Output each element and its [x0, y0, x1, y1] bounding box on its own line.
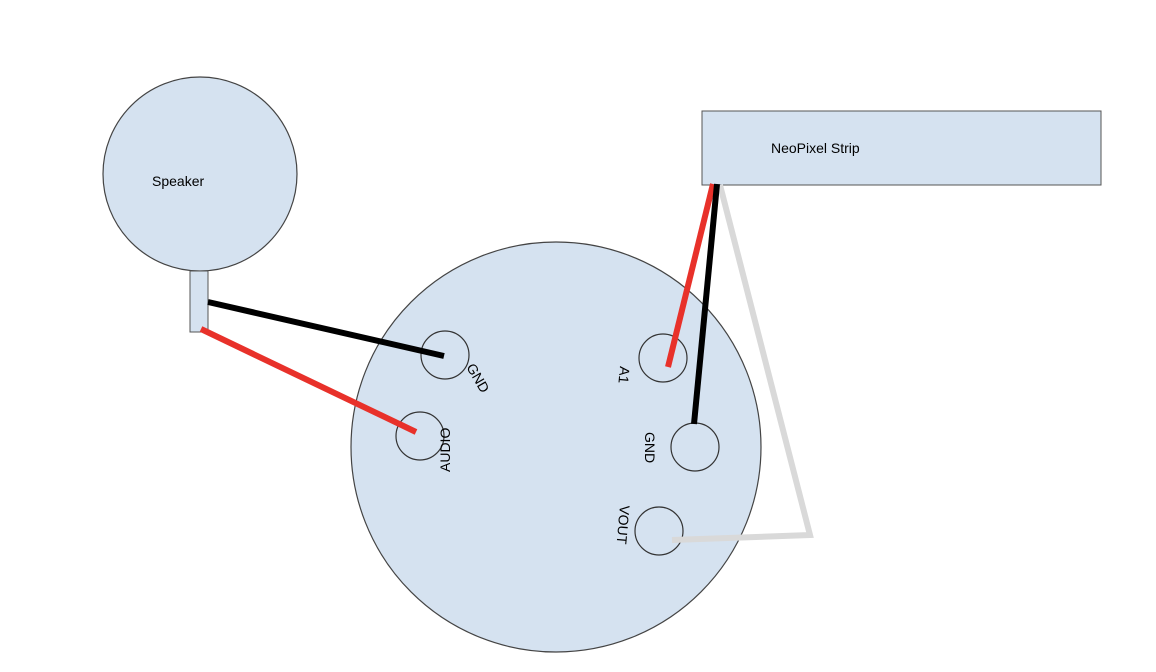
wire-black-speaker-gnd: [207, 299, 445, 359]
wire-red-a1: [665, 183, 716, 368]
speaker-connector: [189, 270, 209, 333]
wire-red-speaker-audio: [199, 326, 418, 435]
pin-pad-audio: [395, 411, 445, 461]
wire-white-vout: [671, 184, 814, 543]
neopixel-strip-label: NeoPixel Strip: [771, 140, 860, 156]
pin-pad-gnd-right: [670, 422, 720, 472]
pin-label-audio: AUDIO: [437, 428, 453, 472]
pin-pad-a1: [638, 333, 688, 383]
pin-label-a1: A1: [616, 366, 633, 385]
neopixel-strip: [701, 110, 1102, 186]
pin-label-gnd-right: GND: [642, 432, 658, 463]
speaker-label: Speaker: [152, 173, 204, 189]
pin-pad-gnd-left: [420, 330, 470, 380]
pin-label-vout: VOUT: [614, 505, 633, 546]
pin-pad-vout: [634, 506, 684, 556]
wire-black-neopixel-gnd: [691, 183, 720, 425]
